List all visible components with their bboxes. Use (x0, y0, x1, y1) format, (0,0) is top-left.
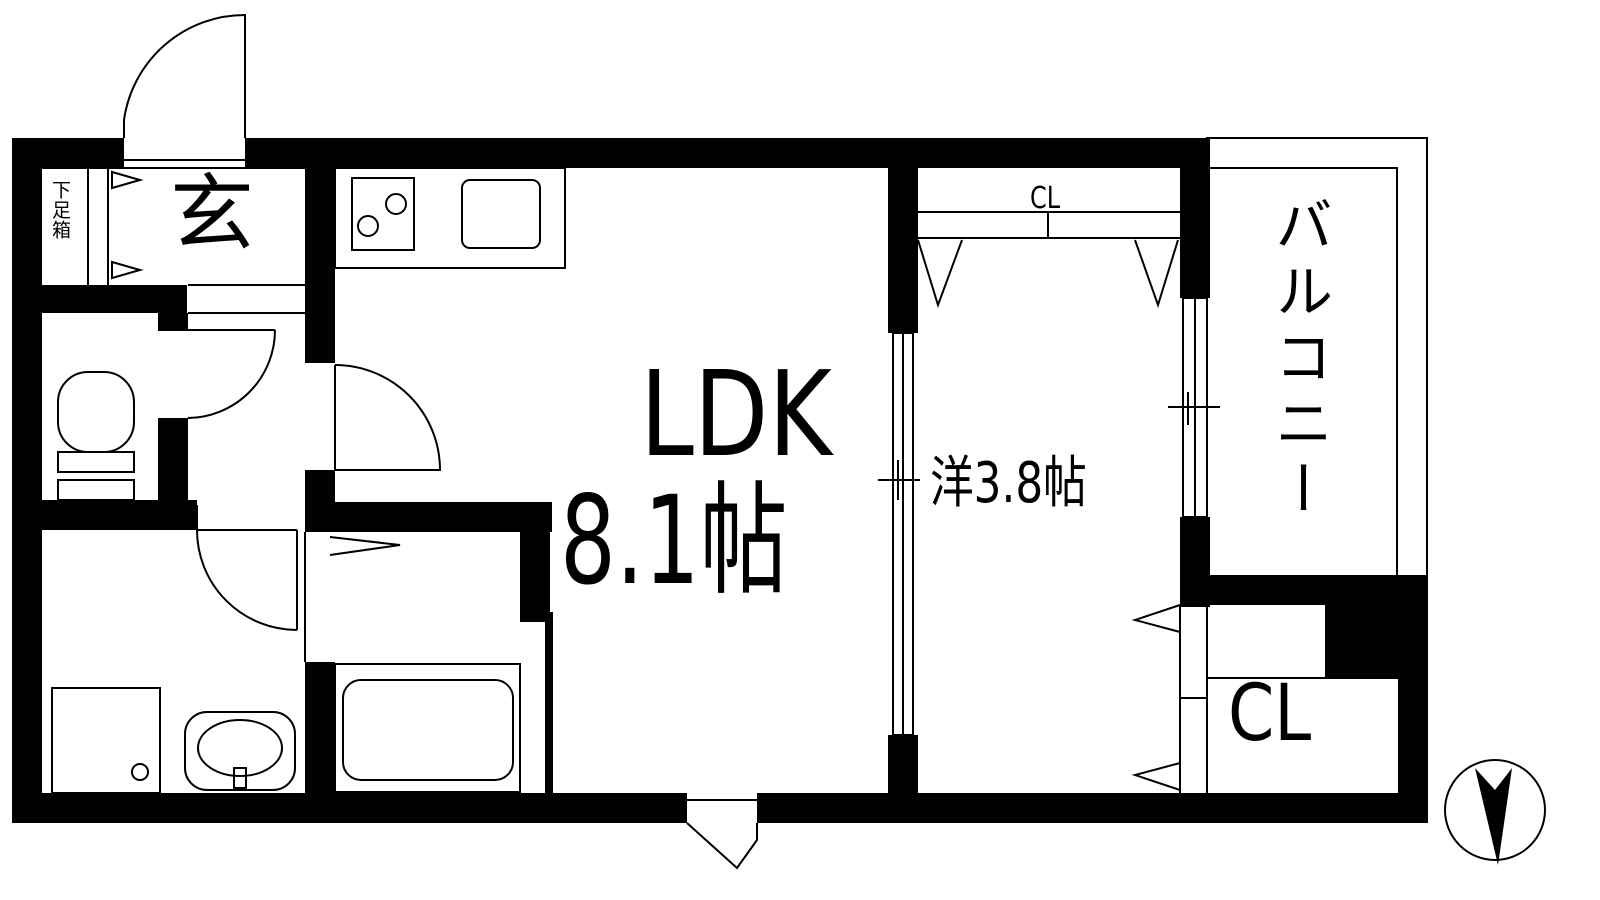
closet-bottom-label: CL (1228, 669, 1312, 759)
fixture-lines (42, 13, 1428, 870)
closet-top-label: CL (1030, 181, 1061, 216)
ldk-size-label: 8.1帖 (560, 470, 788, 612)
shoe-box-label: 下足箱 (49, 180, 71, 240)
exterior-walls (12, 138, 1428, 823)
interior-walls (42, 138, 918, 800)
genkan-label: 玄 (170, 165, 255, 263)
north-compass-icon (1444, 759, 1546, 865)
balcony-label: バルコニー (1265, 195, 1333, 525)
ldk-label: LDK (640, 345, 832, 483)
western-room-label: 洋3.8帖 (930, 451, 1087, 516)
